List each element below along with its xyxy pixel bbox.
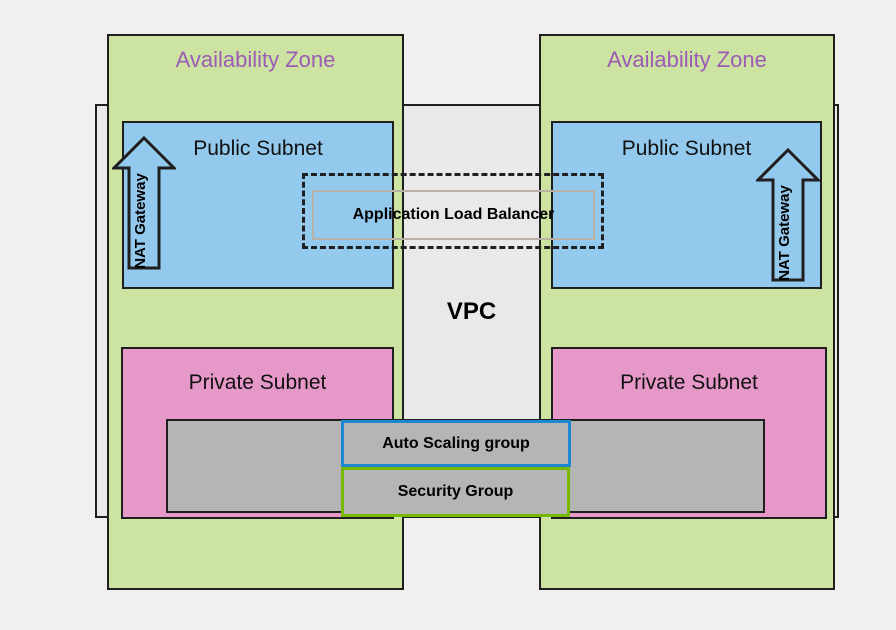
auto-scaling-group-label: Auto Scaling group [382,434,530,452]
public-subnet-right-title: Public Subnet [621,137,752,160]
public-subnet-left-title: Public Subnet [193,137,323,160]
security-group-box: Security Group [341,467,570,517]
nat-gateway-left: NAT Gateway [112,136,176,270]
application-load-balancer-box: Application Load Balancer [312,190,595,240]
vpc-label: VPC [446,298,497,325]
application-load-balancer-label: Application Load Balancer [352,206,555,223]
application-load-balancer-dashed-box [302,173,604,249]
availability-zone-left-title: Availability Zone [175,47,336,72]
nat-gateway-up-arrow-icon: NAT Gateway [112,136,176,270]
security-group-label: Security Group [397,483,514,500]
private-subnet-left-title: Private Subnet [188,371,327,394]
nat-gateway-up-arrow-icon: NAT Gateway [756,148,820,282]
nat-gateway-left-label: NAT Gateway [132,173,149,269]
private-subnet-right-title: Private Subnet [620,371,758,394]
nat-gateway-right-label: NAT Gateway [776,185,793,281]
public-subnet-left: Public Subnet [122,121,394,289]
auto-scaling-group-box: Auto Scaling group [341,420,571,467]
nat-gateway-right: NAT Gateway [756,148,820,282]
availability-zone-right-title: Availability Zone [607,47,767,72]
